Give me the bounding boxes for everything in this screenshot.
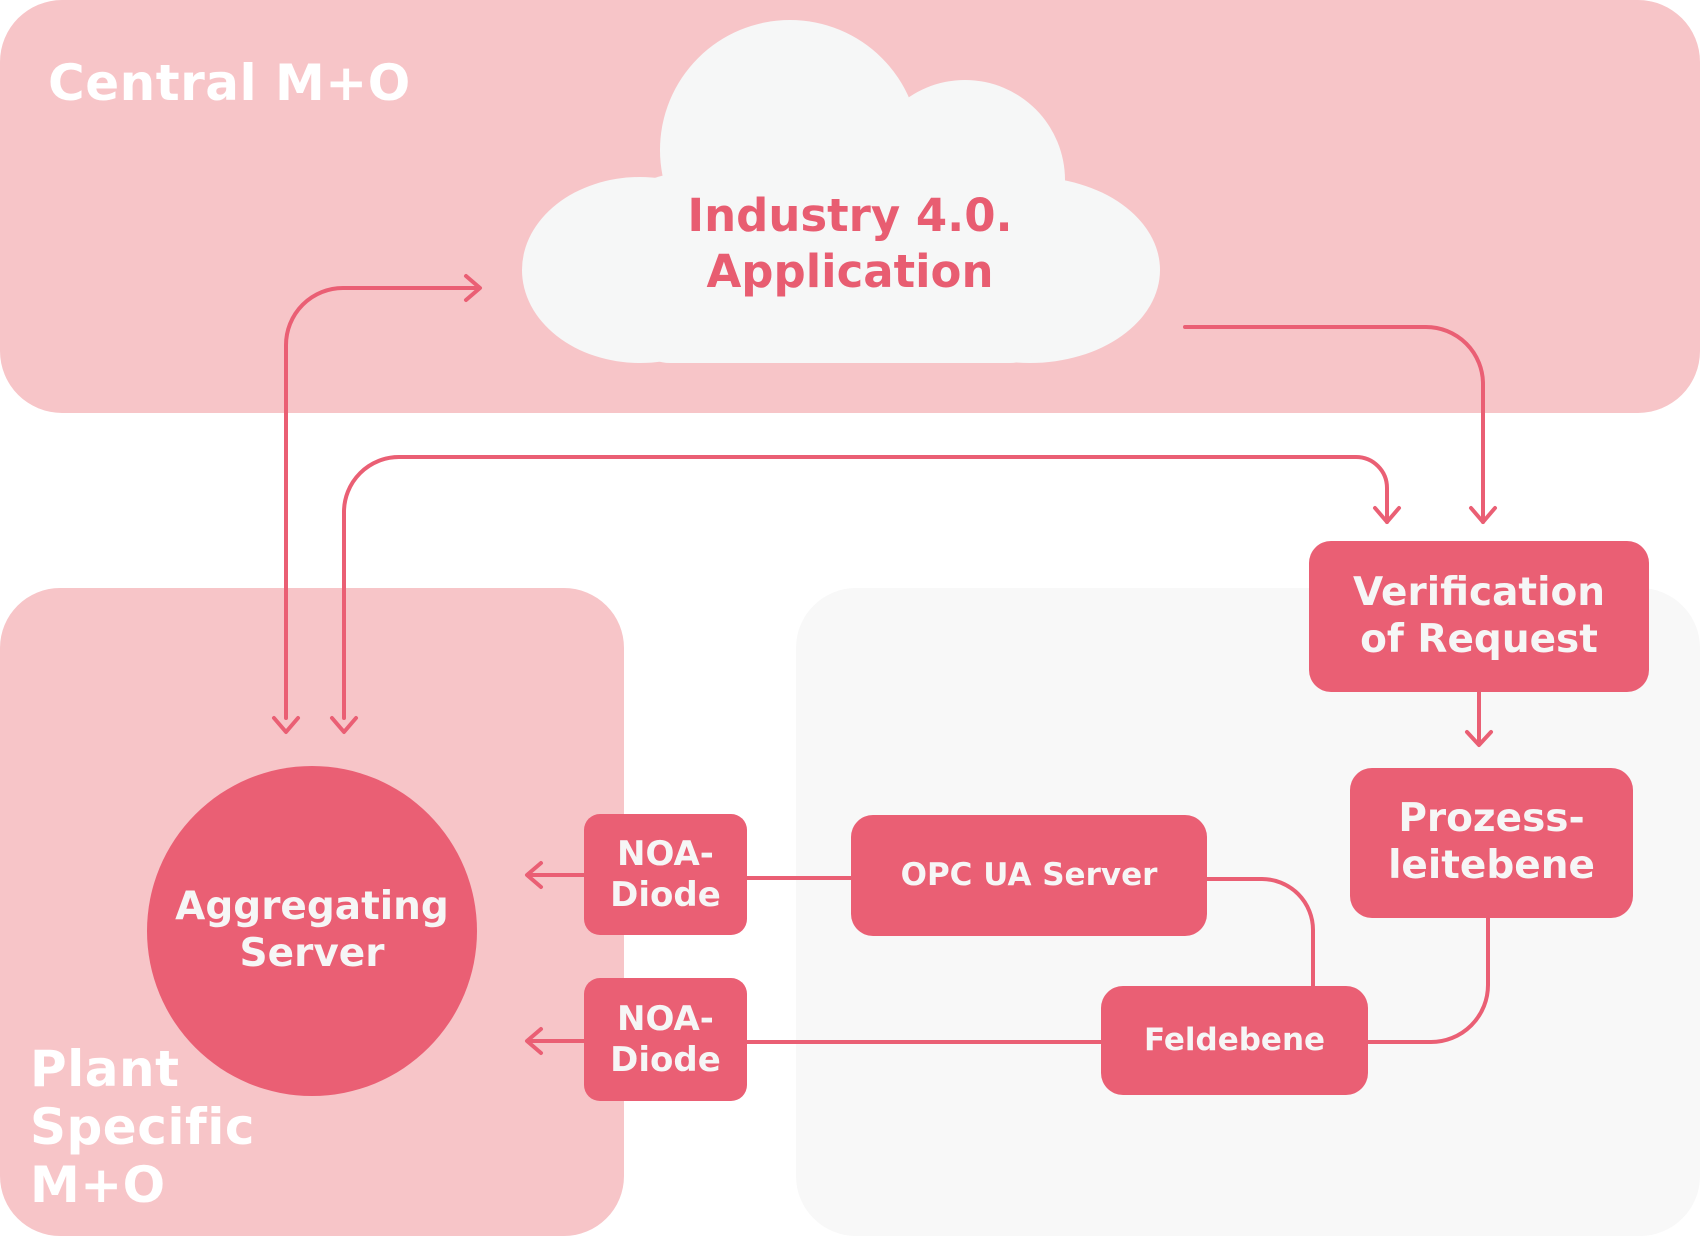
- feldebene-text: Feldebene: [1143, 1021, 1326, 1058]
- field-zone: [796, 588, 1700, 1236]
- cloud-shape: [522, 20, 1160, 363]
- prozess-text: Prozess- leitebene: [1388, 796, 1595, 888]
- cloud-label: Industry 4.0. Application: [687, 189, 1013, 299]
- arrowhead-noa-bottom-out: [525, 1027, 543, 1055]
- feldebene-node: Feldebene: [1101, 986, 1368, 1095]
- prozess-node: Prozess- leitebene: [1350, 768, 1633, 918]
- arrowhead-aggregating-in-1: [272, 716, 300, 734]
- noa-diode-top-node: NOA- Diode: [584, 814, 747, 935]
- arrowhead-prozess-in: [1465, 730, 1493, 747]
- central-zone-title: Central M+O: [48, 54, 411, 112]
- opc-ua-server-text: OPC UA Server: [900, 856, 1158, 893]
- connector-prozess-feld: [1366, 916, 1490, 1044]
- aggregating-server-label: Aggregating Server: [147, 866, 477, 996]
- plant-zone-title: Plant Specific M+O: [30, 1040, 256, 1214]
- arrowhead-noa-top-out: [525, 861, 543, 889]
- verification-node: Verification of Request: [1309, 541, 1649, 692]
- aggregating-server-circle: [147, 766, 477, 1096]
- noa-diode-top-text: NOA- Diode: [610, 833, 721, 915]
- arrowhead-verification-in-1: [1469, 506, 1497, 524]
- connector-cloud-verification: [1183, 325, 1485, 524]
- connector-aggregating-cloud: [284, 286, 480, 720]
- opc-ua-server-node: OPC UA Server: [851, 815, 1207, 936]
- aggregating-server-text: Aggregating Server: [175, 884, 449, 976]
- arrowhead-verification-in-2: [1373, 506, 1401, 524]
- verification-text: Verification of Request: [1352, 569, 1605, 662]
- connector-lines: [272, 274, 1497, 1055]
- connector-opc-feld: [1205, 877, 1315, 988]
- arrowhead-cloud-in: [464, 274, 482, 302]
- noa-diode-bottom-node: NOA- Diode: [584, 978, 747, 1101]
- arrowhead-aggregating-in-2: [330, 716, 358, 734]
- connector-loop-top: [342, 455, 1389, 720]
- noa-diode-bottom-text: NOA- Diode: [610, 998, 721, 1080]
